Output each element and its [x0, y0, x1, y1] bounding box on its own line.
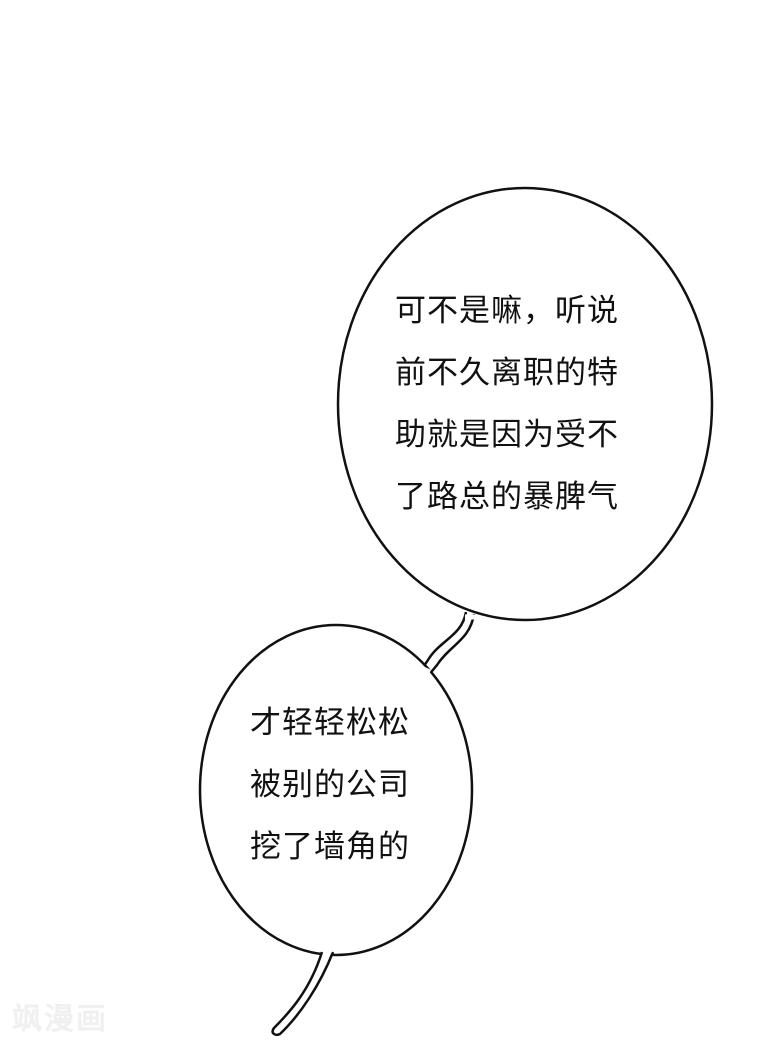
speech-line: 可不是嘛，听说 [395, 293, 619, 329]
speech-bubble-lower [198, 623, 474, 957]
speech-line: 前不久离职的特 [395, 355, 619, 391]
speech-line: 了路总的暴脾气 [395, 479, 619, 515]
bubble-connector [427, 613, 476, 677]
bubble-tail [271, 951, 335, 1036]
speech-bubble-upper [336, 186, 714, 622]
speech-line: 被别的公司 [250, 767, 410, 803]
speech-line: 才轻轻松松 [250, 705, 410, 741]
speech-text-upper: 可不是嘛，听说 前不久离职的特 助就是因为受不 了路总的暴脾气 [395, 280, 619, 528]
watermark: 飒漫画 [12, 1002, 108, 1037]
speech-text-lower: 才轻轻松松 被别的公司 挖了墙角的 [250, 692, 410, 878]
speech-line: 助就是因为受不 [395, 417, 619, 453]
speech-line: 挖了墙角的 [250, 829, 410, 865]
bubble-connector [418, 611, 468, 673]
